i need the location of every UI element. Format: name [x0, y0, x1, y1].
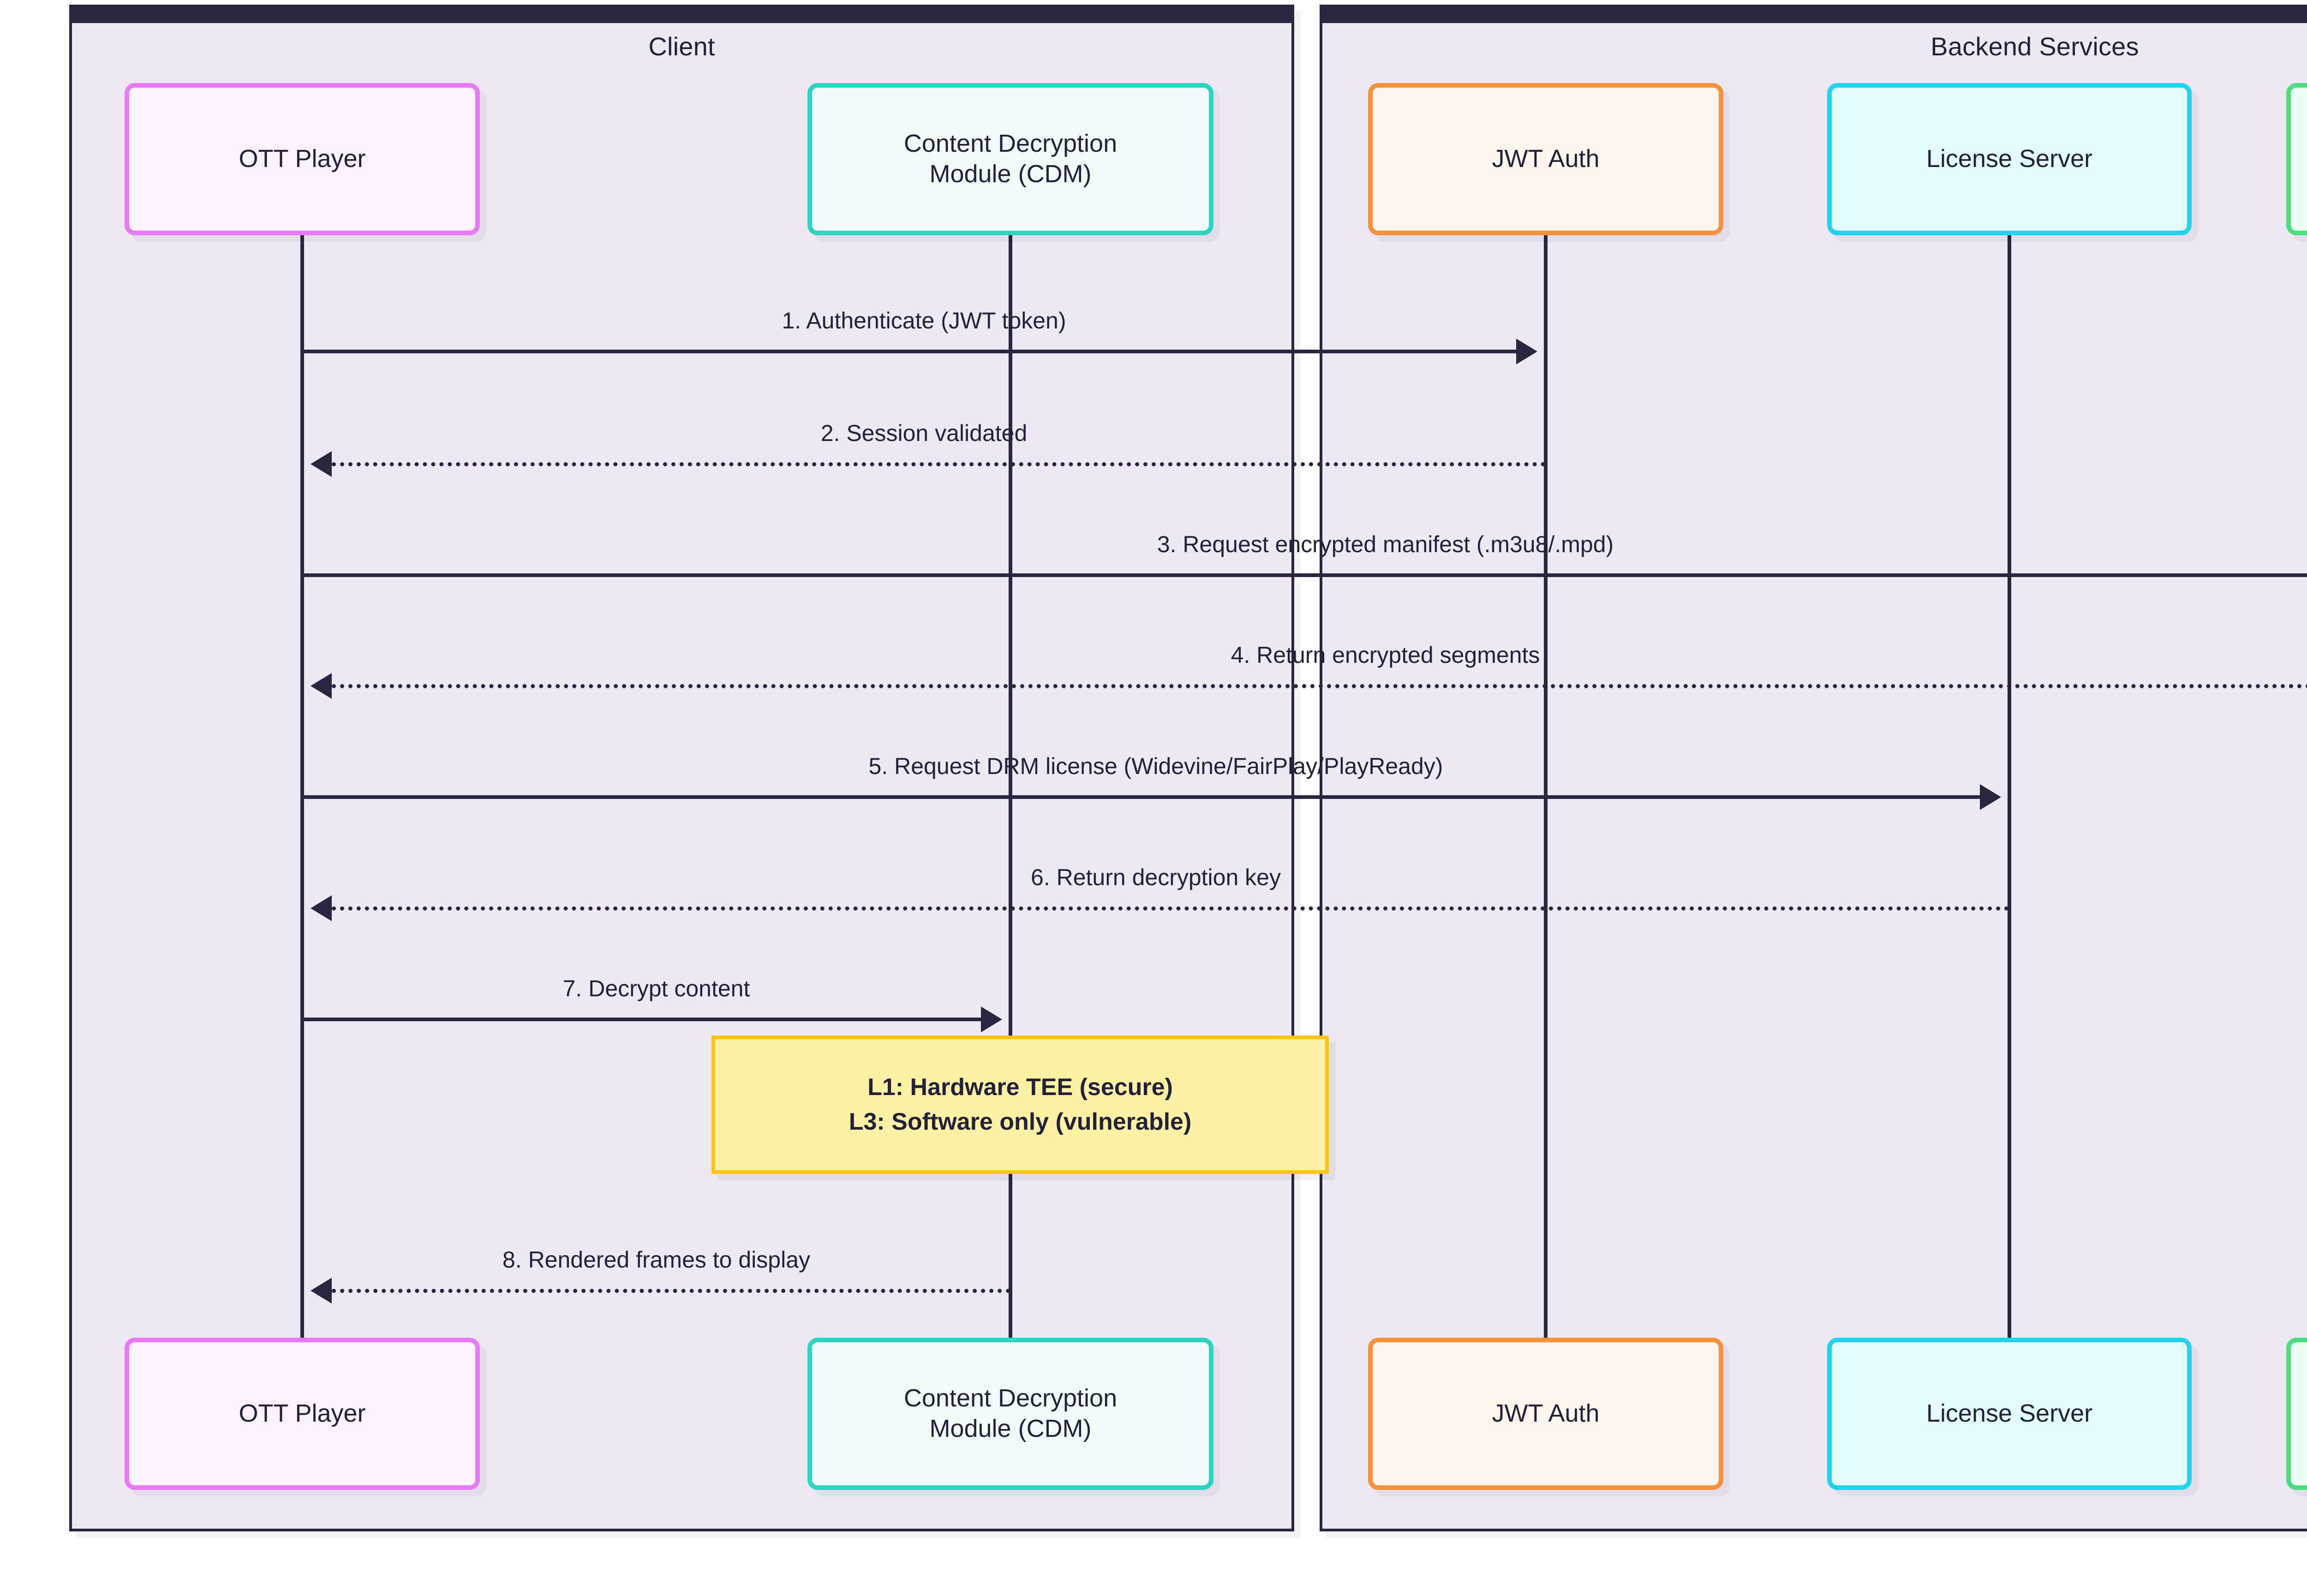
message-label-1: 1. Authenticate (JWT token) — [782, 308, 1066, 333]
participant-cdm-top[interactable]: Content Decryption Module (CDM) — [807, 83, 1213, 235]
note-line2: L3: Software only (vulnerable) — [849, 1108, 1192, 1135]
message-label-3: 3. Request encrypted manifest (.m3u8/.mp… — [1157, 531, 1614, 557]
note-drm-security-levels: L1: Hardware TEE (secure) L3: Software on… — [711, 1036, 1329, 1174]
participant-cdn-bottom[interactable]: CDN — [2286, 1338, 2307, 1490]
lifeline-jwt — [1544, 235, 1548, 1338]
participant-label-cdm: Content Decryption Module (CDM) — [903, 1384, 1118, 1442]
group-header-bar-client — [72, 7, 1291, 23]
message-label-6: 6. Return decryption key — [1031, 864, 1281, 890]
message-arrowhead-4 — [311, 673, 332, 699]
message-arrowhead-6 — [311, 895, 332, 921]
message-line-1 — [302, 350, 1516, 353]
message-line-2 — [332, 462, 1546, 466]
participant-label-license: License Server — [1926, 1399, 2093, 1428]
participant-label-cdm: Content Decryption Module (CDM) — [903, 130, 1118, 188]
note-line1: L1: Hardware TEE (secure) — [867, 1073, 1173, 1101]
lifeline-ott — [300, 235, 304, 1338]
participant-cdn-top[interactable]: CDN — [2286, 83, 2307, 235]
message-line-8 — [332, 1289, 1010, 1293]
message-arrowhead-8 — [311, 1278, 332, 1304]
message-arrowhead-2 — [311, 451, 332, 477]
participant-label-license: License Server — [1926, 145, 2093, 173]
participant-license-bottom[interactable]: License Server — [1827, 1338, 2192, 1490]
message-arrowhead-1 — [1516, 339, 1537, 364]
message-line-4 — [332, 684, 2307, 688]
participant-license-top[interactable]: License Server — [1827, 83, 2192, 235]
message-line-7 — [302, 1018, 981, 1021]
group-box-backend: Backend Services — [1320, 5, 2307, 1531]
participant-label-ott: OTT Player — [239, 145, 366, 173]
message-label-4: 4. Return encrypted segments — [1231, 642, 1540, 668]
message-line-3 — [302, 573, 2307, 577]
participant-jwt-bottom[interactable]: JWT Auth — [1368, 1338, 1723, 1490]
message-line-5 — [302, 795, 1980, 799]
participant-jwt-top[interactable]: JWT Auth — [1368, 83, 1723, 235]
group-title-backend: Backend Services — [1930, 32, 2139, 61]
message-arrowhead-5 — [1980, 784, 2001, 810]
participant-cdm-bottom[interactable]: Content Decryption Module (CDM) — [807, 1338, 1213, 1490]
lifeline-license — [2008, 235, 2011, 1338]
participant-label-ott: OTT Player — [239, 1399, 366, 1428]
participant-label-jwt: JWT Auth — [1492, 145, 1600, 173]
participant-label-jwt: JWT Auth — [1492, 1399, 1600, 1428]
message-label-5: 5. Request DRM license (Widevine/FairPla… — [868, 753, 1443, 779]
participant-ott-bottom[interactable]: OTT Player — [125, 1338, 480, 1490]
participant-ott-top[interactable]: OTT Player — [125, 83, 480, 235]
group-header-bar-backend — [1322, 7, 2307, 23]
group-title-client: Client — [648, 32, 715, 61]
message-line-6 — [332, 906, 2009, 911]
group-box-client: Client — [69, 5, 1294, 1531]
message-label-8: 8. Rendered frames to display — [502, 1247, 811, 1273]
message-arrowhead-7 — [981, 1006, 1002, 1032]
message-label-7: 7. Decrypt content — [562, 976, 750, 1001]
message-label-2: 2. Session validated — [820, 420, 1028, 446]
lifeline-cdm — [1009, 235, 1012, 1338]
